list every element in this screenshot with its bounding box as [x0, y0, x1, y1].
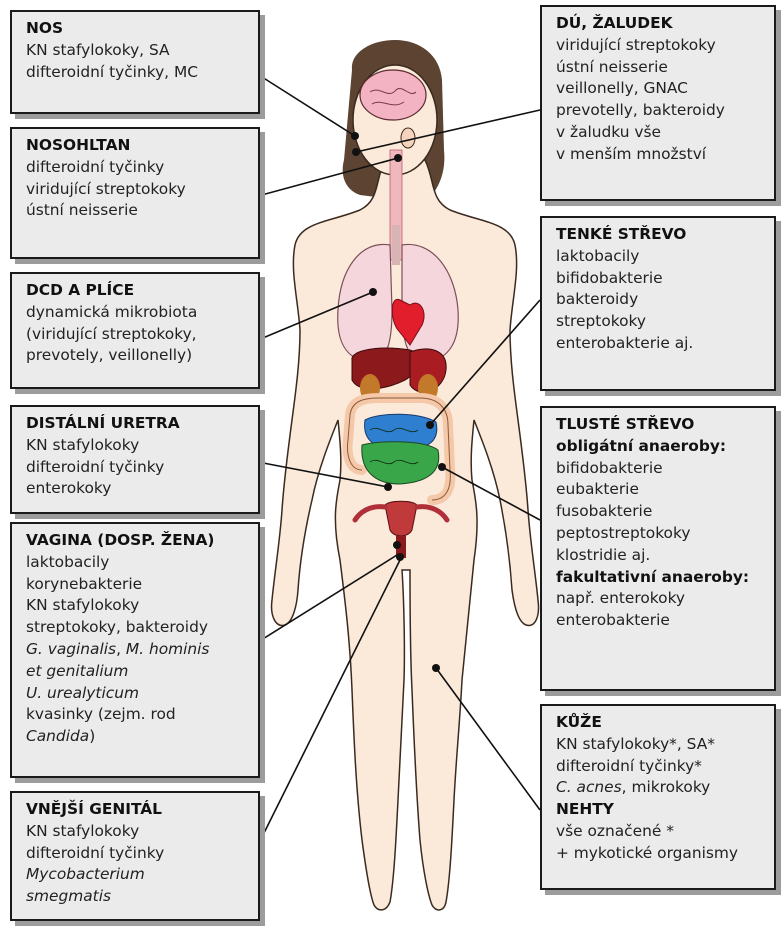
box-line: v menším množství — [556, 144, 764, 166]
trachea — [392, 225, 400, 265]
box-line: difteroidní tyčinky, MC — [26, 62, 248, 84]
box-du-zaludek: DÚ, ŽALUDEK viridující streptokoky ústní… — [540, 5, 776, 201]
box-line-rest: , mikrokoky — [622, 778, 711, 796]
box-nos: NOS KN stafylokoky, SA difteroidní tyčin… — [10, 10, 260, 114]
box-line: laktobacily — [556, 246, 764, 268]
box-title: DÚ, ŽALUDEK — [556, 13, 764, 35]
box-line: eubakterie — [556, 479, 764, 501]
box-line: viridující streptokoky — [556, 35, 764, 57]
box-line: + mykotické organismy — [556, 843, 764, 865]
box-title: DISTÁLNÍ URETRA — [26, 413, 248, 435]
box-line: KN stafylokoky*, SA* — [556, 734, 764, 756]
box-subtitle: obligátní anaeroby: — [556, 436, 764, 458]
box-line-species: G. vaginalis, M. hominis — [26, 639, 248, 661]
brain — [360, 70, 426, 120]
box-line: difteroidní tyčinky — [26, 157, 248, 179]
paren: ) — [89, 727, 95, 745]
box-line: bifidobakterie — [556, 268, 764, 290]
box-kuze: KŮŽE KN stafylokoky*, SA* difteroidní ty… — [540, 704, 776, 890]
box-subtitle: NEHTY — [556, 799, 764, 821]
box-title: VNĚJŠÍ GENITÁL — [26, 799, 248, 821]
box-line: U. urealyticum — [26, 683, 248, 705]
box-line: enterobakterie aj. — [556, 333, 764, 355]
box-line: enterobakterie — [556, 610, 764, 632]
box-tluste-strevo: TLUSTÉ STŘEVO obligátní anaeroby: bifido… — [540, 406, 776, 691]
box-line: (viridující streptokoky, — [26, 324, 248, 346]
box-line: viridující streptokoky — [26, 179, 248, 201]
box-title: NOS — [26, 18, 248, 40]
box-nosohltan: NOSOHLTAN difteroidní tyčinky viridující… — [10, 127, 260, 259]
box-line: streptokoky — [556, 311, 764, 333]
box-line: Mycobacterium — [26, 864, 248, 886]
box-line: ústní neisserie — [556, 57, 764, 79]
box-line: difteroidní tyčinky* — [556, 756, 764, 778]
box-vnejsi-genital: VNĚJŠÍ GENITÁL KN stafylokoky difteroidn… — [10, 791, 260, 921]
box-line: klostridie aj. — [556, 545, 764, 567]
box-line: KN stafylokoky — [26, 595, 248, 617]
box-line: korynebakterie — [26, 574, 248, 596]
box-line: enterokoky — [26, 478, 248, 500]
box-line: vše označené * — [556, 821, 764, 843]
box-tenke-strevo: TENKÉ STŘEVO laktobacily bifidobakterie … — [540, 216, 776, 391]
box-line: KN stafylokoky — [26, 821, 248, 843]
box-line: streptokoky, bakteroidy — [26, 617, 248, 639]
box-line: bakteroidy — [556, 289, 764, 311]
box-line: dynamická mikrobiota — [26, 302, 248, 324]
box-line: et genitalium — [26, 661, 248, 683]
box-title: KŮŽE — [556, 712, 764, 734]
box-vagina: VAGINA (DOSP. ŽENA) laktobacily koryneba… — [10, 522, 260, 778]
box-line: difteroidní tyčinky — [26, 457, 248, 479]
box-line-acnes: C. acnes, mikrokoky — [556, 777, 764, 799]
box-line: KN stafylokoky, SA — [26, 40, 248, 62]
box-line: laktobacily — [26, 552, 248, 574]
comma: , — [116, 640, 121, 658]
species-mhominis: M. hominis — [126, 640, 210, 658]
box-line: fusobakterie — [556, 501, 764, 523]
box-dcd-plice: DCD A PLÍCE dynamická mikrobiota (viridu… — [10, 272, 260, 389]
box-line: smegmatis — [26, 886, 248, 908]
box-line: peptostreptokoky — [556, 523, 764, 545]
species-candida: Candida — [26, 727, 89, 745]
box-line: kvasinky (zejm. rod — [26, 704, 248, 726]
box-line: prevotely, veillonelly) — [26, 345, 248, 367]
box-line: např. enterokoky — [556, 588, 764, 610]
box-title: NOSOHLTAN — [26, 135, 248, 157]
species-gvaginalis: G. vaginalis — [26, 640, 116, 658]
species-cacnes: C. acnes — [556, 778, 622, 796]
box-line-candida: Candida) — [26, 726, 248, 748]
box-line: veillonelly, GNAC — [556, 78, 764, 100]
ear — [401, 128, 415, 148]
box-distalni-uretra: DISTÁLNÍ URETRA KN stafylokoky difteroid… — [10, 405, 260, 514]
box-line: difteroidní tyčinky — [26, 843, 248, 865]
box-line: ústní neisserie — [26, 200, 248, 222]
box-line: KN stafylokoky — [26, 435, 248, 457]
box-line: bifidobakterie — [556, 458, 764, 480]
box-line: prevotelly, bakteroidy — [556, 100, 764, 122]
box-subtitle: fakultativní anaeroby: — [556, 567, 764, 589]
box-title: TENKÉ STŘEVO — [556, 224, 764, 246]
box-line: v žaludku vše — [556, 122, 764, 144]
box-title: VAGINA (DOSP. ŽENA) — [26, 530, 248, 552]
box-title: TLUSTÉ STŘEVO — [556, 414, 764, 436]
box-title: DCD A PLÍCE — [26, 280, 248, 302]
